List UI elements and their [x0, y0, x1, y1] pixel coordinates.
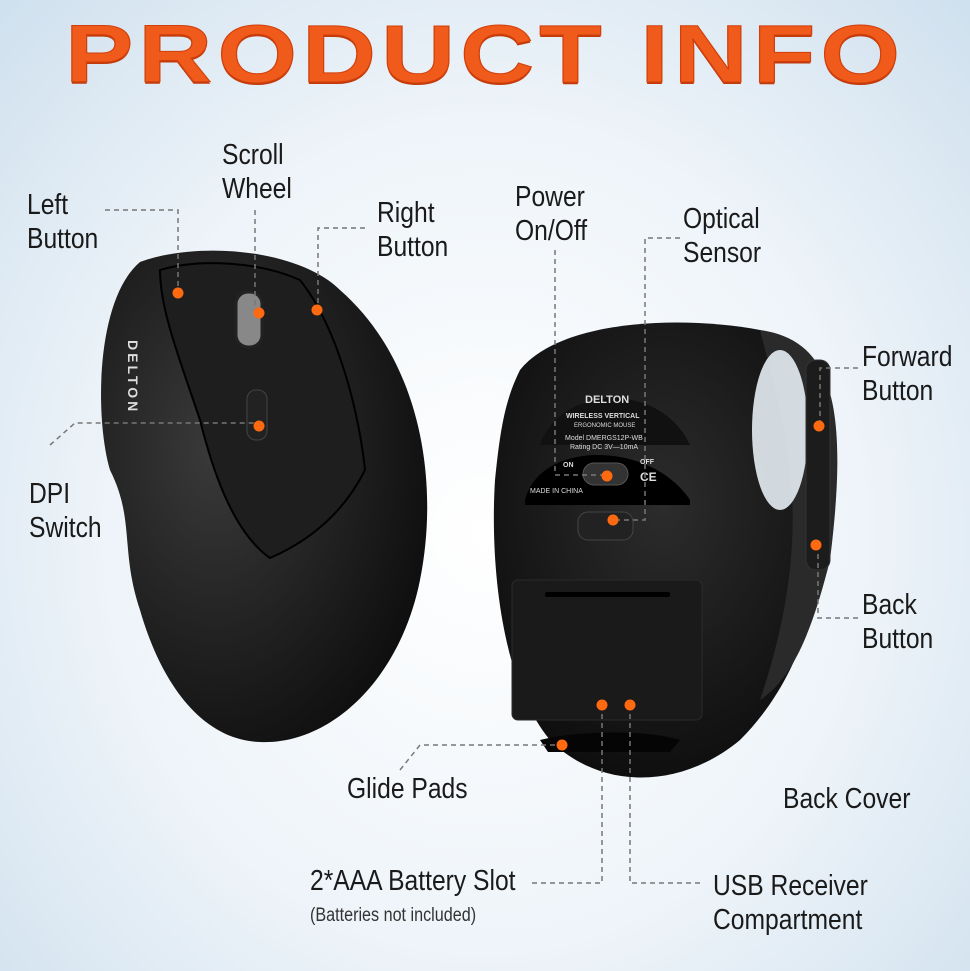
- made-in-text: MADE IN CHINA: [530, 488, 583, 495]
- off-text: OFF: [640, 459, 655, 466]
- optical-sensor: [577, 511, 634, 541]
- page-title: PRODUCT INFO: [64, 9, 906, 101]
- battery-note: (Batteries not included): [310, 905, 477, 926]
- callout-markers: [172, 287, 825, 751]
- back-cover: [511, 579, 703, 721]
- model-text: Model DMERGS12P-WB: [565, 435, 643, 442]
- product-line2: ERGONOMIC MOUSE: [574, 423, 635, 429]
- label-back-cover: Back Cover: [783, 783, 911, 815]
- brand-side: DELTON: [125, 340, 141, 414]
- label-glide-pads: Glide Pads: [347, 773, 468, 805]
- brand-label: DELTON: [585, 394, 629, 406]
- product-line1: WIRELESS VERTICAL: [566, 413, 640, 420]
- leader-lines: [49, 209, 858, 884]
- rating-text: Rating DC 3V—10mA: [570, 444, 638, 451]
- ce-mark: CE: [640, 470, 657, 484]
- on-text: ON: [563, 462, 574, 469]
- glide-pad: [540, 732, 680, 752]
- label-battery-slot: 2*AAA Battery Slot: [310, 865, 516, 897]
